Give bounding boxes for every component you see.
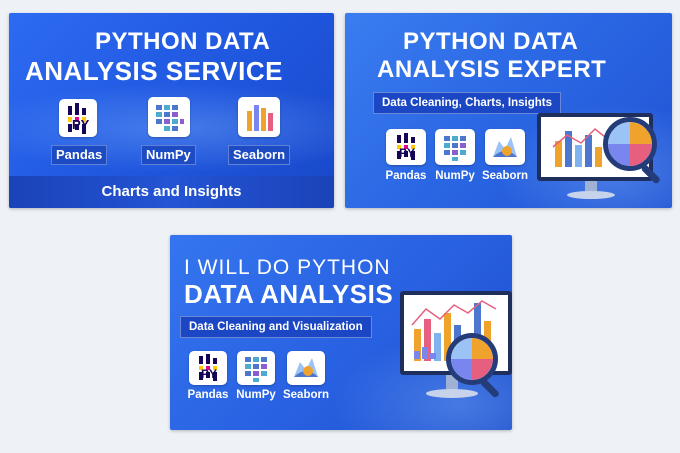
svg-text:PY: PY [201, 367, 217, 381]
card-subtitle-pill: Data Cleaning, Charts, Insights [373, 92, 561, 114]
monitor-base [426, 389, 478, 398]
pandas-logo-icon: PY [189, 351, 227, 385]
library-label-pandas: Pandas [51, 145, 108, 165]
monitor-base [567, 191, 615, 199]
pandas-logo-icon: PY [59, 99, 97, 137]
numpy-logo-icon [237, 351, 275, 385]
svg-text:PY: PY [399, 146, 415, 160]
magnifier-icon [446, 333, 498, 385]
thumbnail-analysis-expert[interactable]: PYTHON DATA ANALYSIS EXPERT Data Cleanin… [345, 13, 672, 208]
library-label-numpy: NumPy [236, 389, 276, 401]
library-label-seaborn: Seaborn [282, 389, 329, 401]
numpy-logo-icon [148, 97, 190, 137]
thumbnail-python-data-analysis[interactable]: I WILL DO PYTHON DATA ANALYSIS Data Clea… [170, 235, 512, 430]
library-label-seaborn: Seaborn [228, 145, 291, 165]
thumbnail-analysis-service[interactable]: PYTHON DATA ANALYSIS SERVICE PY Pandas [9, 13, 334, 208]
card-title-line2: ANALYSIS EXPERT [377, 56, 607, 83]
numpy-logo-icon [435, 129, 475, 165]
seaborn-logo-icon [238, 97, 280, 137]
library-label-numpy: NumPy [435, 170, 475, 182]
monitor-stand [585, 181, 597, 193]
card-footer-band: Charts and Insights [9, 176, 334, 208]
seaborn-logo-icon [485, 129, 525, 165]
card-title-line2: DATA ANALYSIS [184, 279, 394, 309]
library-label-numpy: NumPy [141, 145, 196, 165]
svg-text:PY: PY [72, 117, 90, 132]
seaborn-logo-icon [287, 351, 325, 385]
card-title-line2: ANALYSIS SERVICE [25, 56, 283, 86]
card-title-line1: I WILL DO PYTHON [184, 256, 391, 279]
library-label-seaborn: Seaborn [481, 170, 528, 182]
library-label-pandas: Pandas [385, 170, 427, 182]
pandas-logo-icon: PY [386, 129, 426, 165]
card-title-line1: PYTHON DATA [95, 28, 271, 55]
card-title-line1: PYTHON DATA [403, 28, 579, 55]
card-subtitle-pill: Data Cleaning and Visualization [180, 316, 372, 338]
magnifier-icon [603, 117, 657, 171]
library-label-pandas: Pandas [187, 389, 229, 401]
